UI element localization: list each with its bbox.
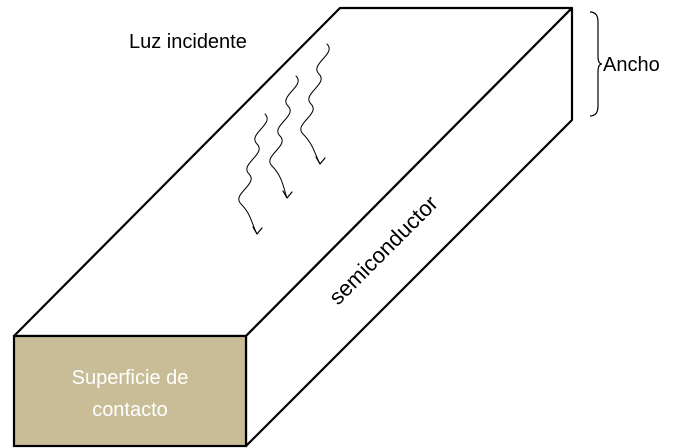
contact-surface-face	[12, 334, 248, 448]
arrowhead-icon	[252, 226, 263, 235]
light-label: Luz incidente	[129, 31, 247, 53]
width-label: Ancho	[603, 54, 660, 76]
contact-label-line1: Superficie de	[72, 367, 189, 389]
contact-label-line2: contacto	[92, 399, 168, 421]
right-bracket-icon	[589, 11, 603, 117]
arrowhead-icon	[315, 156, 326, 165]
incident-light-rays	[238, 43, 330, 235]
wavy-arrow-icon	[300, 43, 330, 165]
wavy-arrow-icon	[269, 75, 299, 199]
wavy-arrow-icon	[238, 113, 268, 235]
arrowhead-icon	[282, 190, 293, 199]
incident-light-arrowheads	[252, 156, 326, 235]
